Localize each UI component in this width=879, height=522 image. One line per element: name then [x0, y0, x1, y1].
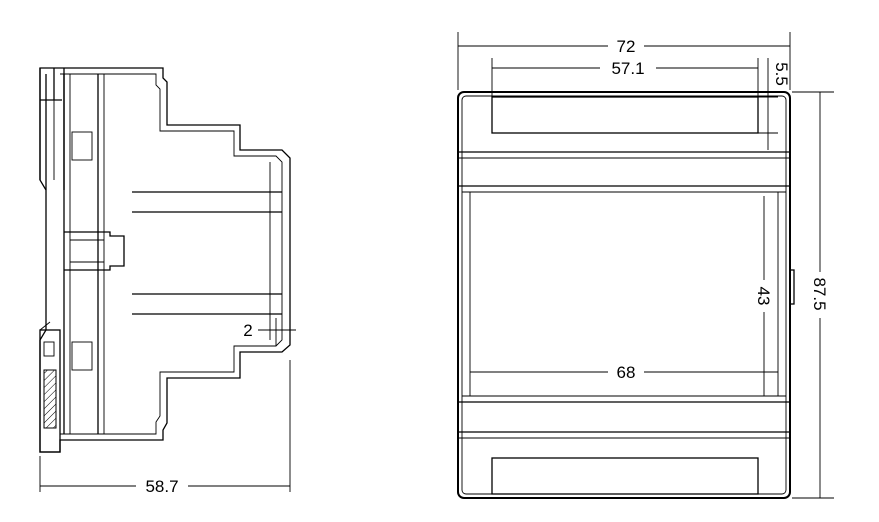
- dimension-side-small: 2: [243, 318, 296, 346]
- dimension-front-width: 72: [457, 32, 791, 90]
- dimension-label-87-5: 87.5: [810, 277, 829, 310]
- dimension-front-height: 87.5: [792, 91, 834, 499]
- dimension-label-72: 72: [617, 37, 636, 56]
- dimension-front-top-offset: 5.5: [758, 58, 791, 150]
- dimension-front-inner-width: 68: [470, 362, 778, 382]
- front-view: [457, 91, 795, 499]
- dimension-label-5-5: 5.5: [772, 62, 791, 86]
- dimension-label-43: 43: [754, 287, 773, 306]
- dimension-side-depth: 58.7: [39, 360, 291, 496]
- dimension-front-inner-height: 43: [754, 196, 774, 396]
- dimension-front-window-width: 57.1: [491, 58, 759, 97]
- side-view: [39, 67, 291, 453]
- dimension-label-68: 68: [617, 363, 636, 382]
- dimension-label-58-7: 58.7: [145, 477, 178, 496]
- dimension-label-57-1: 57.1: [611, 59, 644, 78]
- dimension-label-2: 2: [243, 321, 252, 340]
